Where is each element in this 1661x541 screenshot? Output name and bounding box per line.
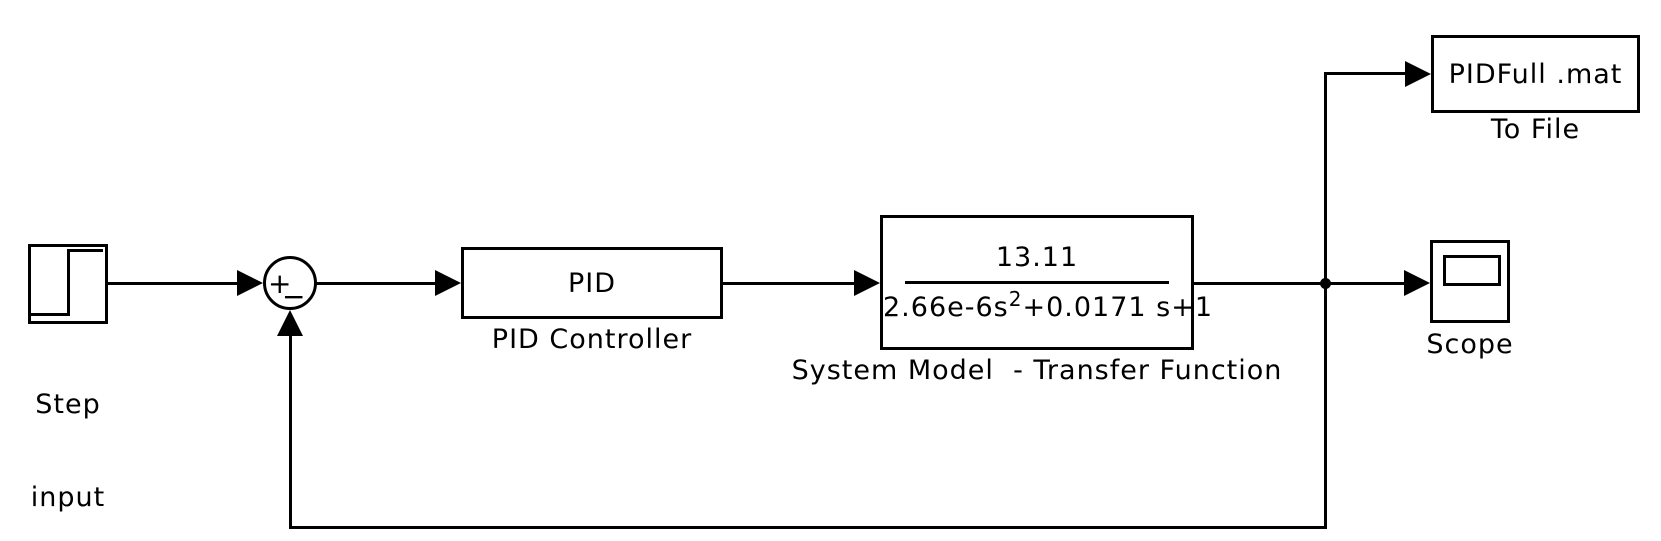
step-input-label-line2: input: [30, 482, 106, 513]
transfer-function-denominator: 2.66e-6s2+0.0171 s+1: [883, 287, 1212, 323]
wire-pid-to-tf: [721, 282, 858, 285]
arrowhead-into-sum-bottom-icon: [277, 310, 303, 336]
wire-feedback-right: [1324, 283, 1327, 528]
arrowhead-into-tofile-icon: [1405, 61, 1431, 87]
arrowhead-into-pid-icon: [435, 270, 461, 296]
to-file-block[interactable]: PIDFull .mat: [1431, 35, 1640, 113]
transfer-function-block[interactable]: 13.11 2.66e-6s2+0.0171 s+1: [880, 215, 1212, 350]
pid-controller-label: PID Controller: [491, 324, 693, 355]
sum-plus-sign: +: [268, 267, 292, 300]
wire-branch-to-tofile: [1324, 72, 1408, 75]
step-input-label: Step input: [8, 327, 128, 541]
wire-feedback-bottom: [289, 526, 1327, 529]
fraction-bar: [905, 281, 1169, 284]
step-input-block[interactable]: [28, 244, 108, 324]
scope-screen-icon: [1443, 255, 1501, 286]
arrowhead-into-tf-icon: [854, 270, 880, 296]
denominator-exponent: 2: [1008, 287, 1023, 311]
denominator-post: +0.0171 s+1: [1022, 292, 1214, 323]
arrowhead-into-scope-icon: [1404, 270, 1430, 296]
to-file-filename: PIDFull .mat: [1448, 58, 1623, 90]
pid-controller-block[interactable]: PID: [461, 247, 723, 319]
scope-block[interactable]: [1430, 240, 1510, 323]
pid-block-text: PID: [567, 267, 617, 299]
sum-junction-block[interactable]: + −: [263, 256, 317, 313]
transfer-function-numerator: 13.11: [995, 242, 1079, 273]
scope-label: Scope: [1426, 329, 1514, 360]
arrowhead-into-sum-icon: [237, 270, 263, 296]
to-file-label: To File: [1490, 114, 1581, 145]
transfer-function-label: System Model - Transfer Function: [791, 355, 1283, 386]
sum-minus-sign: −: [282, 280, 306, 313]
wire-tf-to-scope: [1192, 282, 1408, 285]
wire-step-to-sum: [106, 282, 241, 285]
wire-sum-to-pid: [315, 282, 439, 285]
step-input-label-line1: Step: [35, 389, 101, 420]
wire-feedback-left: [289, 334, 292, 529]
denominator-pre: 2.66e-6s: [883, 292, 1009, 323]
wire-branch-up: [1324, 72, 1327, 284]
